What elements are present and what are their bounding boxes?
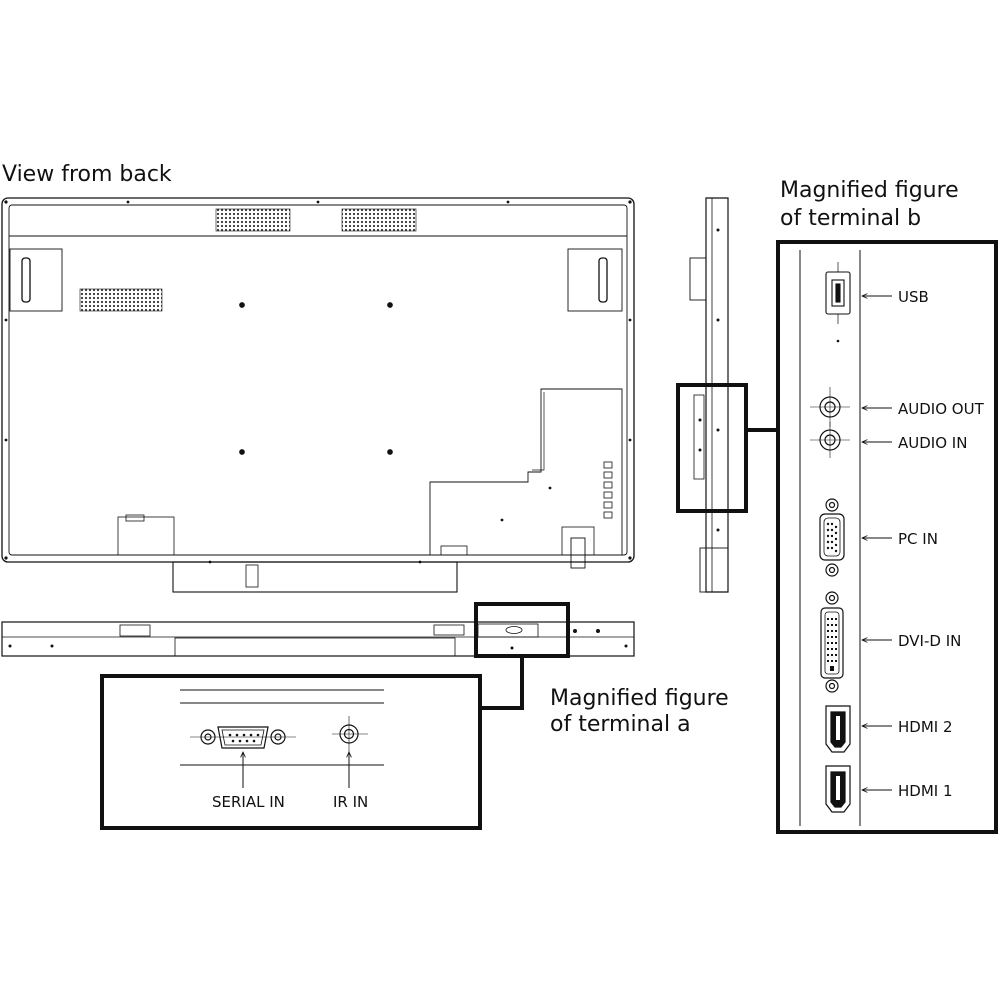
- view-from-back-title: View from back: [2, 162, 172, 187]
- monitor-bottom-view: [1, 621, 635, 657]
- serial-in-port-icon: [190, 726, 296, 749]
- audio-in-jack-icon: [810, 422, 850, 458]
- usb-label: USB: [898, 288, 929, 306]
- pc-in-label: PC IN: [898, 530, 938, 548]
- magnified-a-title-line1: Magnified figure: [550, 686, 729, 711]
- ir-in-jack-icon: [332, 716, 368, 752]
- pc-in-vga-port-icon: [819, 498, 845, 577]
- magnified-a-title-line2: of terminal a: [550, 712, 691, 737]
- magnified-terminal-a: SERIAL IN IR IN: [100, 674, 482, 830]
- hdmi-2-port-icon: [825, 705, 851, 753]
- terminal-a-leader: [480, 656, 524, 710]
- audio-out-label: AUDIO OUT: [898, 400, 985, 418]
- monitor-back-view: [1, 197, 635, 593]
- hdmi-2-label: HDMI 2: [898, 718, 953, 736]
- audio-out-jack-icon: [810, 387, 850, 427]
- magnified-terminal-b: USB AUDIO OUT AUDIO IN: [776, 240, 998, 834]
- hdmi-1-port-icon: [825, 765, 851, 813]
- ir-in-label: IR IN: [333, 793, 368, 811]
- dvi-d-in-label: DVI-D IN: [898, 632, 961, 650]
- hdmi-1-label: HDMI 1: [898, 782, 953, 800]
- usb-port-icon: [825, 262, 851, 343]
- audio-in-label: AUDIO IN: [898, 434, 967, 452]
- serial-in-label: SERIAL IN: [212, 793, 285, 811]
- magnified-b-title-line2: of terminal b: [780, 206, 921, 231]
- dvi-d-in-port-icon: [820, 591, 844, 693]
- terminal-b-callout: [676, 383, 748, 513]
- monitor-side-view: [689, 197, 729, 593]
- magnified-b-title-line1: Magnified figure: [780, 178, 959, 203]
